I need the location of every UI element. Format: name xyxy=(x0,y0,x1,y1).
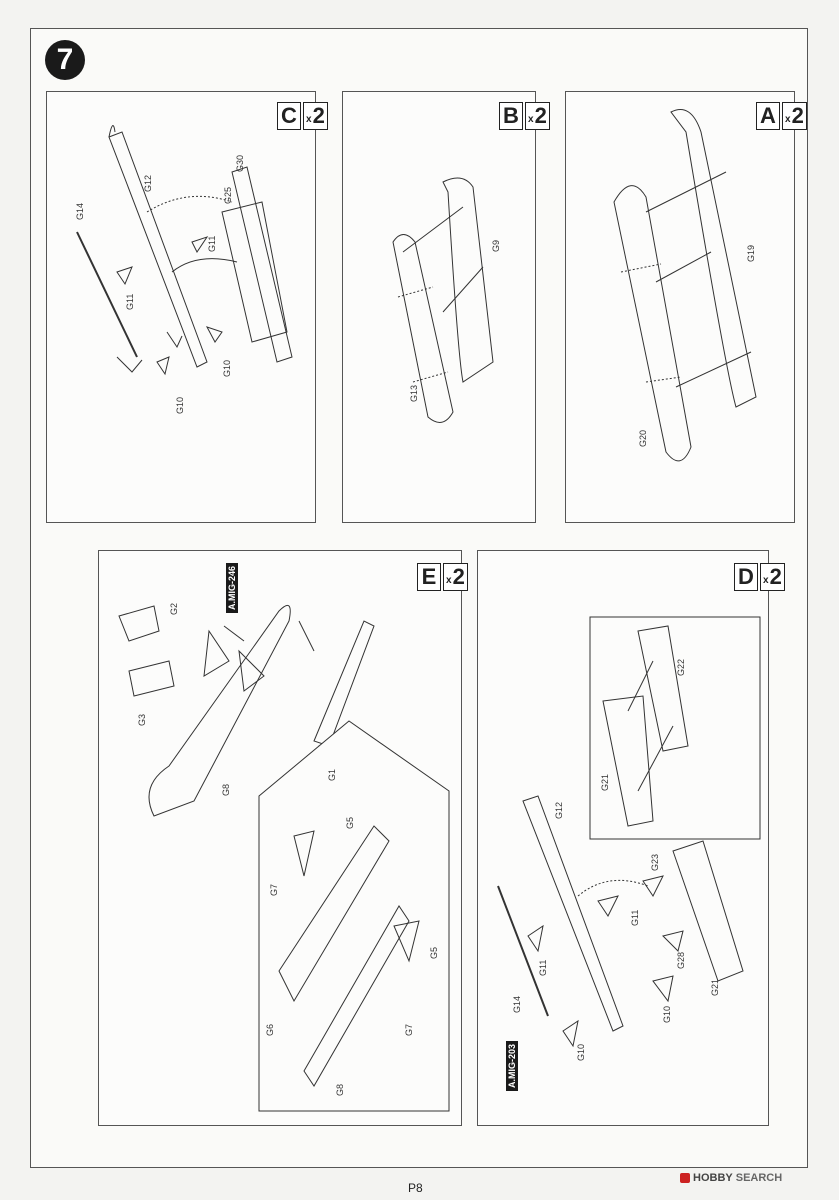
panel-d-illustration xyxy=(497,616,761,1048)
panel-letter: B xyxy=(499,102,523,130)
part-label: G19 xyxy=(746,244,756,262)
part-label: G1 xyxy=(327,768,337,781)
part-label: G10 xyxy=(175,396,185,414)
panel-b-illustration xyxy=(392,177,494,423)
part-label: G5 xyxy=(429,946,439,959)
part-label: G7 xyxy=(269,883,279,896)
part-label: G14 xyxy=(75,202,85,220)
part-label: G8 xyxy=(221,783,231,796)
part-label: G11 xyxy=(207,235,217,252)
panel-letter: D xyxy=(734,563,758,591)
part-label: G12 xyxy=(554,801,564,819)
watermark-brand: HOBBY xyxy=(693,1172,733,1184)
paint-callout: A.MIG-203 xyxy=(506,1040,518,1091)
part-label: G23 xyxy=(650,853,660,871)
page-number: P8 xyxy=(408,1181,423,1195)
part-label: G8 xyxy=(335,1083,345,1096)
panel-a-illustration xyxy=(613,109,757,462)
part-label: G9 xyxy=(491,239,501,252)
part-label: G21 xyxy=(710,978,720,996)
panel-letter: E xyxy=(417,563,441,591)
hobby-search-logo-icon xyxy=(680,1173,690,1183)
part-label: G11 xyxy=(538,959,548,976)
part-label: G20 xyxy=(638,429,648,447)
part-label: G6 xyxy=(265,1023,275,1036)
watermark: HOBBY SEARCH xyxy=(680,1172,782,1184)
part-label: G7 xyxy=(404,1023,414,1036)
step-number-badge: 7 xyxy=(45,40,85,80)
part-label: G14 xyxy=(512,995,522,1013)
part-label: G28 xyxy=(676,951,686,969)
part-label: G10 xyxy=(222,359,232,377)
part-label: G22 xyxy=(676,658,686,676)
part-label: G11 xyxy=(125,293,135,310)
watermark-brand-suffix: SEARCH xyxy=(735,1172,783,1184)
part-label: G30 xyxy=(235,154,245,172)
panel-letter: C xyxy=(277,102,301,130)
panel-c-illustration xyxy=(76,125,293,376)
part-label: G25 xyxy=(223,186,233,204)
part-label: G21 xyxy=(600,773,610,791)
part-label: G2 xyxy=(169,602,179,615)
part-label: G13 xyxy=(409,384,419,402)
part-label: G11 xyxy=(630,909,640,926)
panel-e-illustration xyxy=(118,604,450,1112)
panel-letter: A xyxy=(756,102,780,130)
paint-callout: A.MIG-246 xyxy=(226,562,238,613)
part-label: G5 xyxy=(345,816,355,829)
part-label: G10 xyxy=(576,1043,586,1061)
part-label: G10 xyxy=(662,1005,672,1023)
part-label: G3 xyxy=(137,713,147,726)
part-label: G12 xyxy=(143,174,153,192)
